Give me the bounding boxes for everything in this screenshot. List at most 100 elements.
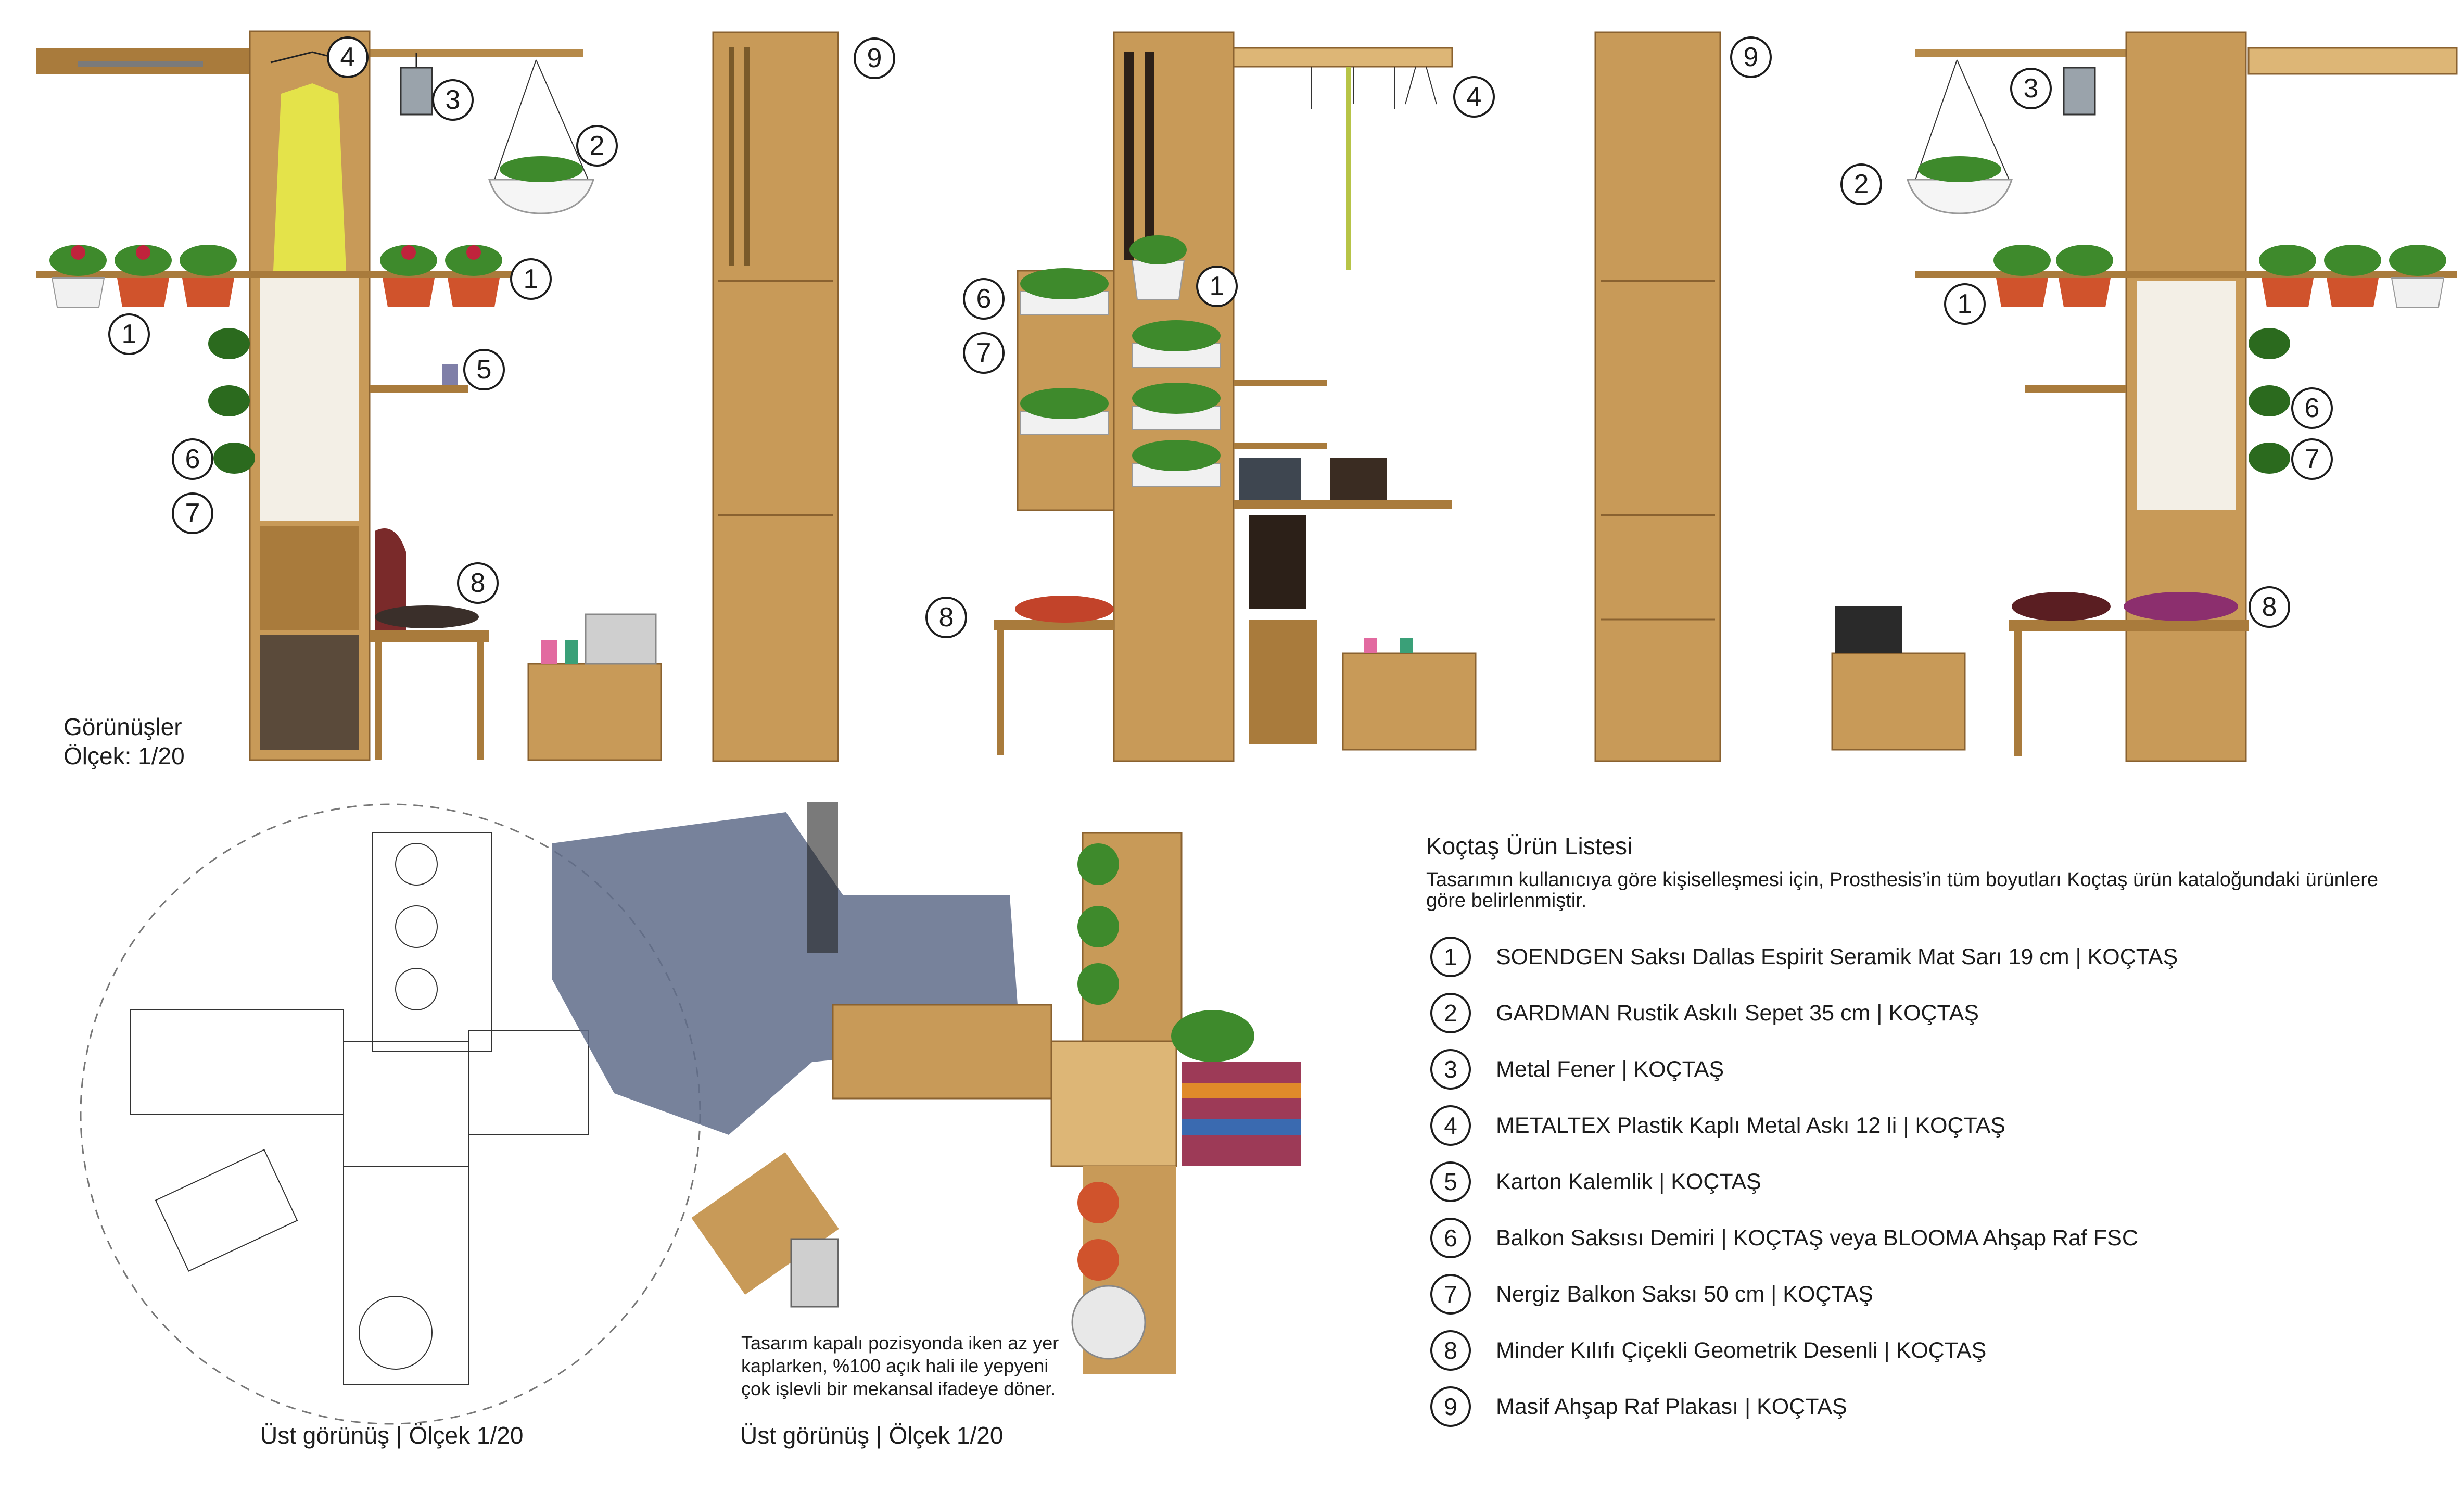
svg-text:7: 7 (976, 338, 992, 368)
callout-9-a: 9 (854, 37, 895, 79)
svg-text:9: 9 (867, 43, 882, 73)
elevation-1 (36, 30, 662, 761)
product-item-label: Balkon Saksısı Demiri | KOÇTAŞ veya BLOO… (1496, 1225, 2138, 1250)
seat (370, 630, 489, 642)
callout-6-b: 6 (963, 278, 1005, 320)
rail (78, 61, 203, 67)
svg-text:3: 3 (446, 85, 461, 115)
plan-note: Tasarım kapalı pozisyonda iken az yer ka… (741, 1332, 1059, 1399)
callout-2-b: 2 (1840, 163, 1882, 205)
svg-text:9: 9 (1744, 42, 1759, 72)
elevation-caption: Görünüşler Ölçek: 1/20 (63, 712, 185, 770)
svg-text:6: 6 (976, 284, 992, 314)
callout-3-b: 3 (2010, 68, 2052, 109)
hanger-rail (1233, 47, 1453, 68)
callout-1-c: 1 (1196, 266, 1238, 307)
callout-8-b: 8 (925, 597, 967, 638)
callout-1-b: 1 (108, 313, 150, 355)
callout-1-d: 1 (1944, 283, 1986, 325)
product-item-label: GARDMAN Rustik Askılı Sepet 35 cm | KOÇT… (1496, 1000, 1979, 1026)
product-item-label: METALTEX Plastik Kaplı Metal Askı 12 li … (1496, 1113, 2005, 1138)
callouts: 4 3 2 1 1 5 6 7 8 9 4 1 6 7 8 9 3 2 1 6 … (108, 36, 2333, 638)
product-item: 1 SOENDGEN Saksı Dallas Espirit Seramik M… (1426, 929, 2415, 985)
callout-4-a: 4 (327, 36, 369, 78)
plan-rendered (552, 802, 1301, 1374)
product-item: 5 Karton Kalemlik | KOÇTAŞ (1426, 1154, 2415, 1210)
product-item-label: Masif Ahşap Raf Plakası | KOÇTAŞ (1496, 1394, 1847, 1419)
plan-caption-left: Üst görünüş | Ölçek 1/20 (260, 1422, 524, 1449)
svg-text:1: 1 (1958, 289, 1973, 319)
callout-8-a: 8 (457, 562, 499, 604)
callout-5-a: 5 (463, 349, 505, 390)
elevation-2 (712, 31, 839, 762)
desk-top (1234, 500, 1452, 509)
product-item-label: Minder Kılıfı Çiçekli Geometrik Desenli … (1496, 1337, 1987, 1363)
svg-text:3: 3 (2024, 73, 2039, 104)
product-item-number: 3 (1430, 1049, 1471, 1090)
svg-text:4: 4 (1467, 82, 1482, 112)
svg-text:8: 8 (939, 602, 954, 633)
small-cabinet (528, 664, 661, 760)
product-item-label: SOENDGEN Saksı Dallas Espirit Seramik Ma… (1496, 944, 2178, 969)
product-item-number: 5 (1430, 1161, 1471, 1202)
product-item-number: 7 (1430, 1274, 1471, 1315)
hanging-basket (488, 59, 595, 214)
callout-4-b: 4 (1453, 76, 1495, 118)
product-item: 8 Minder Kılıfı Çiçekli Geometrik Desenli… (1426, 1322, 2415, 1379)
svg-text:2: 2 (1854, 169, 1869, 199)
lantern (400, 53, 433, 116)
elevation-4 (1594, 31, 1721, 762)
product-item: 4 METALTEX Plastik Kaplı Metal Askı 12 li… (1426, 1097, 2415, 1154)
product-item: 6 Balkon Saksısı Demiri | KOÇTAŞ veya BLO… (1426, 1210, 2415, 1266)
svg-text:7: 7 (185, 498, 200, 528)
product-item: 3 Metal Fener | KOÇTAŞ (1426, 1041, 2415, 1097)
product-item-number: 1 (1430, 937, 1471, 977)
product-item-number: 9 (1430, 1386, 1471, 1427)
callout-7-b: 7 (963, 332, 1005, 374)
callout-1-a: 1 (510, 258, 552, 300)
pots-row (49, 245, 502, 308)
callout-9-b: 9 (1730, 36, 1772, 78)
product-list: Koçtaş Ürün Listesi Tasarımın kullanıcıy… (1426, 832, 2415, 1435)
callout-3-a: 3 (432, 79, 474, 121)
product-item-number: 8 (1430, 1330, 1471, 1371)
svg-text:6: 6 (185, 444, 200, 474)
svg-text:7: 7 (2305, 444, 2320, 474)
elevation-5 (1831, 31, 2458, 762)
svg-text:1: 1 (524, 264, 539, 294)
shelf-niche (260, 271, 359, 521)
product-item: 9 Masif Ahşap Raf Plakası | KOÇTAŞ (1426, 1379, 2415, 1435)
svg-text:1: 1 (1210, 271, 1225, 301)
top-shelf-left (36, 48, 250, 74)
svg-text:4: 4 (340, 42, 355, 72)
product-item-number: 4 (1430, 1105, 1471, 1146)
elevation-3 (994, 31, 1477, 762)
callout-7-c: 7 (2291, 438, 2333, 480)
product-item: 2 GARDMAN Rustik Askılı Sepet 35 cm | KOÇ… (1426, 985, 2415, 1041)
product-item-label: Nergiz Balkon Saksı 50 cm | KOÇTAŞ (1496, 1281, 1873, 1307)
callout-7-a: 7 (172, 492, 213, 534)
callout-6-a: 6 (172, 438, 213, 480)
product-item-label: Metal Fener | KOÇTAŞ (1496, 1056, 1724, 1082)
yellow-shirt (273, 83, 346, 271)
side-desk (370, 385, 468, 393)
elevation-caption-title: Görünüşler (63, 713, 182, 740)
product-item: 7 Nergiz Balkon Saksı 50 cm | KOÇTAŞ (1426, 1266, 2415, 1322)
svg-text:5: 5 (477, 355, 492, 385)
product-item-number: 2 (1430, 993, 1471, 1033)
callout-6-c: 6 (2291, 387, 2333, 429)
svg-text:6: 6 (2305, 393, 2320, 423)
callout-8-c: 8 (2249, 586, 2290, 628)
callout-2-a: 2 (576, 125, 618, 167)
product-items: 1 SOENDGEN Saksı Dallas Espirit Seramik M… (1426, 929, 2415, 1435)
product-item-number: 6 (1430, 1218, 1471, 1258)
product-list-title: Koçtaş Ürün Listesi (1426, 832, 1633, 860)
plan-caption-right: Üst görünüş | Ölçek 1/20 (740, 1422, 1004, 1449)
product-list-description: Tasarımın kullanıcıya göre kişiselleşmes… (1426, 869, 2379, 912)
svg-text:8: 8 (2262, 592, 2277, 622)
svg-text:1: 1 (122, 319, 137, 349)
svg-text:8: 8 (471, 568, 486, 598)
svg-text:2: 2 (590, 131, 605, 161)
product-item-label: Karton Kalemlik | KOÇTAŞ (1496, 1169, 1761, 1194)
